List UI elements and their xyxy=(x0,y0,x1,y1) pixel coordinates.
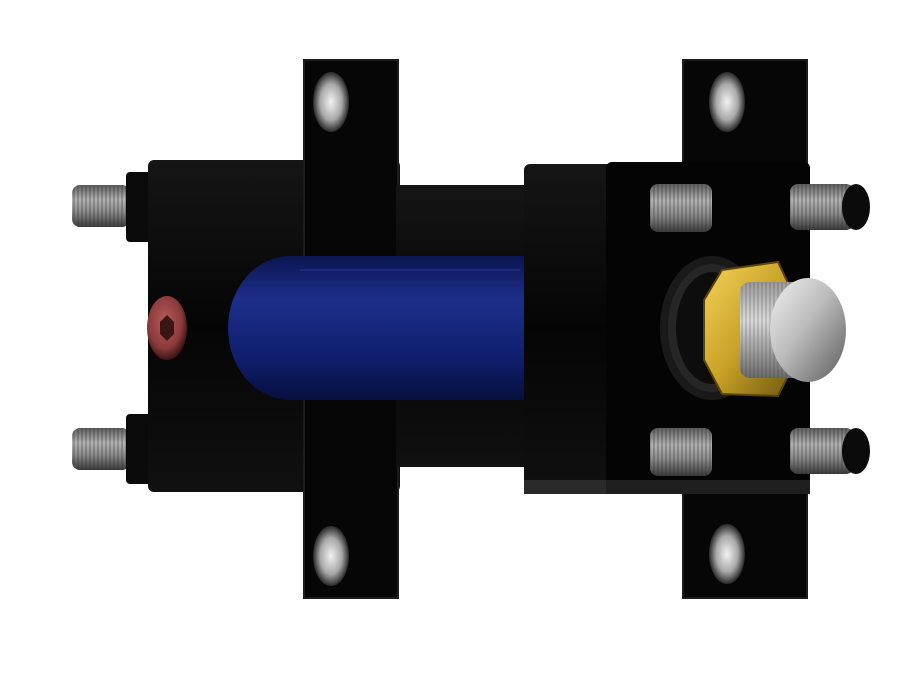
left-port-plug xyxy=(147,296,187,360)
right-tie-rod-top-inner xyxy=(650,184,712,232)
right-flange-bottom-hole xyxy=(709,524,745,584)
right-end-block xyxy=(524,164,614,494)
left-flange-bottom-hole xyxy=(313,526,349,586)
right-tie-rod-top-outer xyxy=(790,184,870,230)
piston-rod xyxy=(740,278,846,382)
blue-barrel xyxy=(228,256,526,400)
left-flange-top-hole xyxy=(313,72,349,132)
left-tie-rod-top xyxy=(72,185,130,227)
right-tie-rod-bottom-inner xyxy=(650,428,712,476)
right-tie-rod-bottom-outer xyxy=(790,428,870,474)
right-flange-top-hole xyxy=(709,72,745,132)
left-tie-rod-bottom xyxy=(72,428,130,470)
